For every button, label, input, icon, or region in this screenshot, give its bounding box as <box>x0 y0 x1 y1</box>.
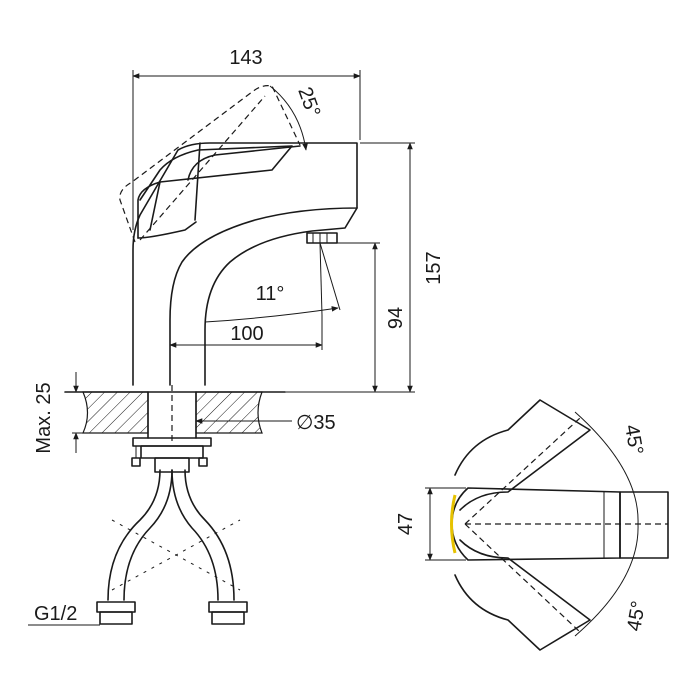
dimension-mount-hole: ∅35 <box>195 412 336 434</box>
height-label: 157 <box>423 251 445 284</box>
spout-angle-line <box>319 242 341 311</box>
handle-top-outline <box>450 399 669 651</box>
width-label: 143 <box>229 47 262 69</box>
rotation-upper-label: 45° <box>620 423 647 457</box>
dimension-spout-height: 94 <box>337 242 407 393</box>
spout-angle-label: 11° <box>256 283 285 305</box>
lever-raised-outline <box>119 85 301 243</box>
rotation-lower-label: 45° <box>623 599 650 633</box>
lever-angle-label: 25° <box>293 84 324 120</box>
mount-hole-label: ∅35 <box>296 412 336 434</box>
faucet-body <box>132 142 358 386</box>
dimension-connection: G1/2 <box>28 603 100 626</box>
aerator <box>306 232 338 244</box>
countertop-section <box>64 391 286 434</box>
handle-rotated-outlines <box>464 417 581 633</box>
flexible-hoses <box>96 457 248 625</box>
rotation-arc <box>574 411 639 637</box>
reach-label: 100 <box>230 323 263 345</box>
connection-label: G1/2 <box>34 603 77 625</box>
top-view: 47 45° 45° <box>395 399 669 651</box>
dimension-reach: 100 <box>169 315 323 350</box>
side-view: 143 25° 157 94 100 11° <box>28 47 445 626</box>
dimension-lever-angle: 25° <box>269 84 324 151</box>
spout-height-label: 94 <box>385 307 407 329</box>
dimension-handle-width: 47 <box>395 487 466 561</box>
handle-width-label: 47 <box>395 513 417 535</box>
dimension-spout-angle: 11° <box>204 283 339 323</box>
dimension-width: 143 <box>132 47 361 230</box>
spout-vertical-line <box>319 242 323 316</box>
dimension-max-thickness: Max. 25 <box>33 372 83 454</box>
lever-handle <box>137 145 293 239</box>
max-thickness-label: Max. 25 <box>33 382 55 453</box>
dimension-height: 157 <box>262 142 445 393</box>
